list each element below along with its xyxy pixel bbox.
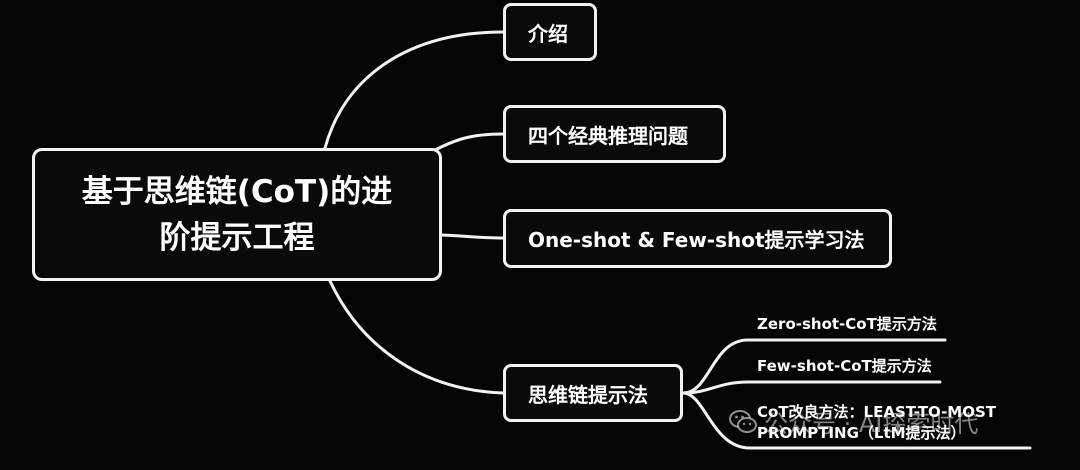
branch-node-intro[interactable]: 介绍: [503, 3, 597, 61]
leaf-few-shot-cot[interactable]: Few-shot-CoT提示方法: [757, 357, 932, 375]
branch-node-fewshot[interactable]: One-shot & Few-shot提示学习法: [503, 209, 892, 268]
branch-label-intro: 介绍: [528, 21, 568, 46]
leaf-ltm-line1[interactable]: CoT改良方法：LEAST-TO-MOST: [757, 403, 997, 421]
leaf-ltm-line2[interactable]: PROMPTING（LtM提示法）: [757, 424, 966, 442]
wechat-logo-icon: [729, 409, 757, 433]
root-topic-line2: 阶提示工程: [159, 219, 315, 256]
watermark-text: 公众号 · AI探索时代: [764, 410, 979, 438]
connector-cot-to-zero: [681, 338, 947, 395]
leaf-zero-shot-cot[interactable]: Zero-shot-CoT提示方法: [757, 315, 937, 333]
connector-cot-to-ltm: [681, 391, 1032, 450]
connector-root-to-intro: [323, 30, 505, 150]
connector-root-to-reasoning: [433, 132, 505, 152]
root-topic-node[interactable]: 基于思维链(CoT)的进 阶提示工程: [32, 148, 442, 281]
branch-node-reasoning-problems[interactable]: 四个经典推理问题: [503, 105, 726, 163]
branch-label-fewshot: One-shot & Few-shot提示学习法: [528, 228, 865, 252]
branch-label-reasoning-problems: 四个经典推理问题: [528, 123, 688, 148]
connector-root-to-fewshot: [440, 233, 505, 240]
watermark: 公众号 · AI探索时代: [728, 404, 978, 439]
branch-node-cot-prompting[interactable]: 思维链提示法: [503, 364, 683, 422]
connector-root-to-cot: [328, 279, 505, 395]
root-topic-line1: 基于思维链(CoT)的进: [81, 173, 393, 210]
root-topic-label: 基于思维链(CoT)的进 阶提示工程: [82, 169, 393, 261]
connector-cot-to-fewcot: [681, 380, 942, 395]
branch-label-cot-prompting: 思维链提示法: [528, 382, 648, 407]
